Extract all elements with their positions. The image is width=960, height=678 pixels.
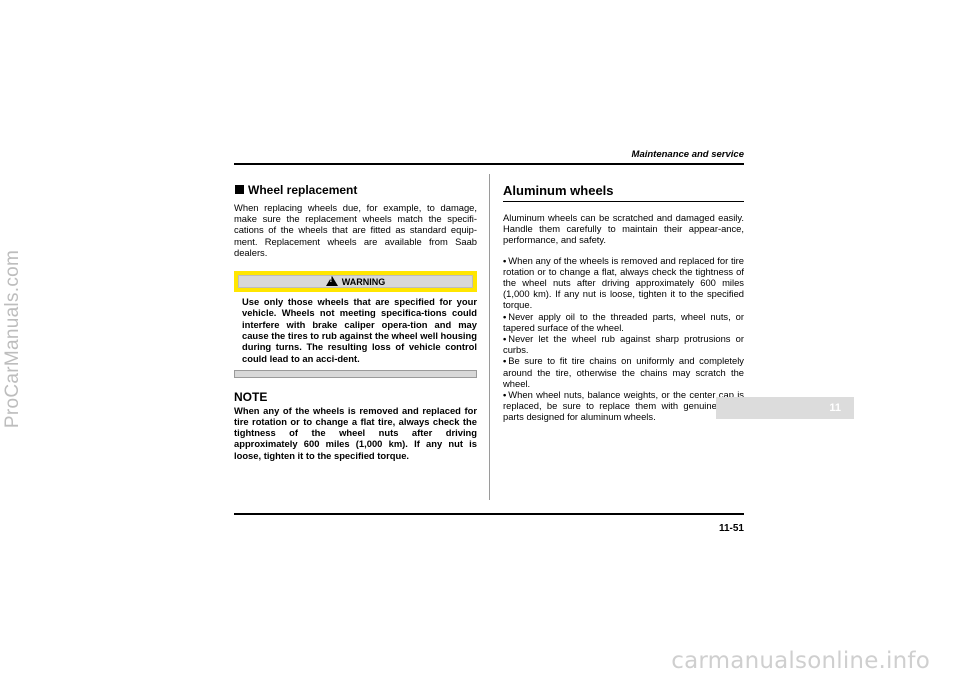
page-number: 11-51: [718, 523, 744, 534]
left-column: Wheel replacement When replacing wheels …: [234, 183, 477, 461]
wheel-replacement-title: Wheel replacement: [248, 183, 358, 197]
bottom-watermark: carmanualsonline.info: [671, 648, 930, 674]
wheel-replacement-heading: Wheel replacement: [234, 183, 477, 197]
warning-end-bar: [234, 369, 477, 378]
warning-triangle-icon: [325, 275, 338, 286]
aluminum-wheels-bullets: •When any of the wheels is removed and r…: [503, 255, 744, 423]
bullet-dot-icon: •: [503, 254, 507, 266]
right-column: Aluminum wheels Aluminum wheels can be s…: [503, 183, 744, 423]
list-item: •When any of the wheels is removed and r…: [503, 254, 744, 311]
note-title: NOTE: [234, 389, 268, 404]
list-item: •When wheel nuts, balance weights, or th…: [503, 389, 744, 423]
column-divider: [489, 174, 490, 500]
side-watermark: ProCarManuals.com: [2, 249, 23, 429]
running-header: Maintenance and service: [631, 149, 744, 160]
list-item: •Never apply oil to the threaded parts, …: [503, 310, 744, 333]
square-bullet-icon: [235, 185, 244, 194]
aluminum-wheels-intro: Aluminum wheels can be scratched and dam…: [503, 212, 744, 246]
footer-rule: [234, 513, 744, 515]
header-rule: [234, 163, 744, 165]
warning-text: Use only those wheels that are specified…: [242, 296, 477, 364]
note-text: When any of the wheels is removed and re…: [234, 404, 477, 461]
chapter-tab: 11: [716, 397, 854, 419]
bullet-dot-icon: •: [503, 333, 507, 345]
wheel-replacement-body: When replacing wheels due, for example, …: [234, 202, 477, 258]
aluminum-wheels-heading: Aluminum wheels: [503, 183, 614, 198]
warning-label: WARNING: [341, 276, 386, 287]
bullet-dot-icon: •: [503, 355, 507, 367]
heading-rule: [503, 201, 744, 202]
list-item: •Be sure to fit tire chains on uniformly…: [503, 355, 744, 389]
warning-label-box: WARNING: [238, 275, 473, 289]
warning-banner: WARNING: [234, 271, 477, 293]
bullet-dot-icon: •: [503, 310, 507, 322]
bullet-dot-icon: •: [503, 389, 507, 401]
list-item: •Never let the wheel rub against sharp p…: [503, 333, 744, 356]
